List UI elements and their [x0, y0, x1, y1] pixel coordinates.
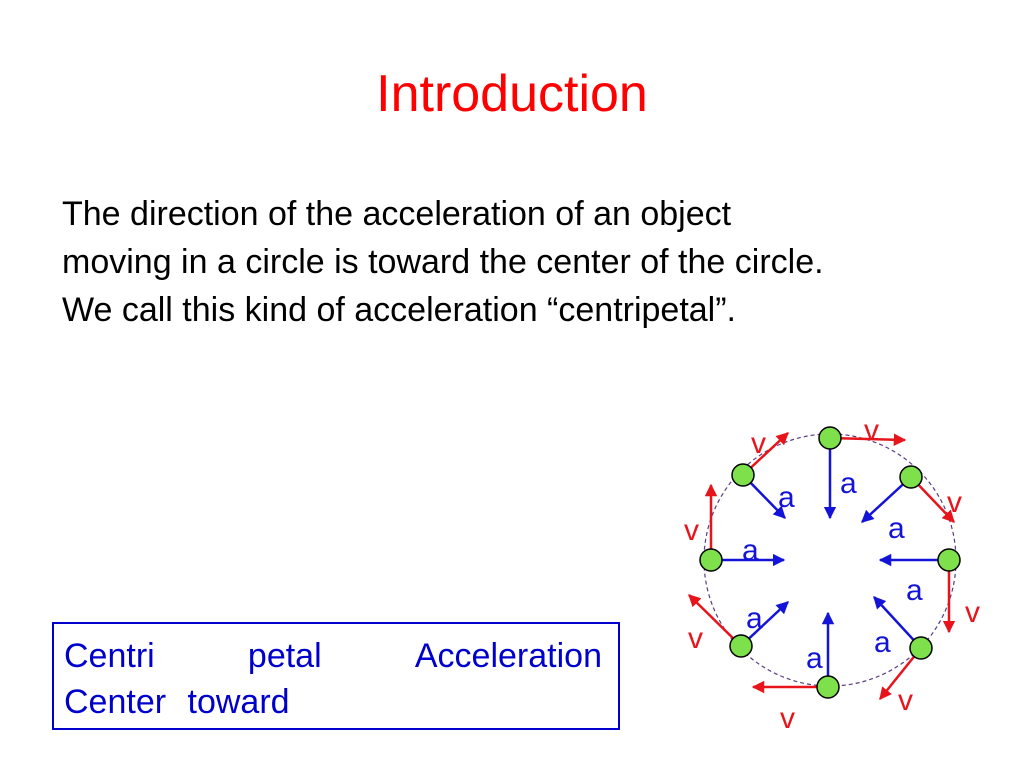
acceleration-label: a [906, 574, 923, 607]
term-word: Acceleration [414, 637, 602, 675]
slide-title: Introduction [376, 65, 648, 123]
velocity-label: v [780, 702, 795, 735]
object-dot [731, 463, 755, 487]
term-row-words: Centri petal Acceleration [64, 634, 602, 678]
acceleration-label: a [746, 602, 763, 635]
object-dot [909, 636, 933, 660]
object-dot [729, 634, 753, 658]
velocity-label: v [751, 427, 766, 460]
velocity-label: v [965, 596, 980, 629]
object-dot [699, 548, 723, 572]
velocity-label: v [864, 414, 879, 447]
velocity-label: v [947, 486, 962, 519]
term-word: Centri [64, 637, 155, 675]
term-breakdown-box: Centri petal Acceleration Center toward [52, 622, 620, 730]
body-line: The direction of the acceleration of an … [62, 195, 732, 233]
body-line: moving in a circle is toward the center … [62, 243, 824, 281]
term-row-meanings: Center toward [64, 680, 602, 724]
term-meaning: toward [187, 683, 290, 721]
object-dot [818, 426, 842, 450]
velocity-arrow [688, 594, 742, 647]
velocity-label: v [898, 684, 913, 717]
acceleration-label: a [742, 534, 759, 567]
velocity-label: v [688, 622, 703, 655]
term-word: petal [247, 637, 322, 675]
acceleration-label: a [888, 512, 905, 545]
term-meaning: Center [64, 683, 167, 721]
acceleration-label: a [806, 642, 823, 675]
object-dot [816, 675, 840, 699]
acceleration-label: a [874, 626, 891, 659]
body-paragraph: The direction of the acceleration of an … [62, 190, 982, 334]
body-line: We call this kind of acceleration “centr… [62, 291, 737, 329]
object-dot [937, 548, 961, 572]
object-dot [899, 465, 923, 489]
velocity-arrow [829, 433, 907, 446]
acceleration-label: a [840, 467, 857, 500]
acceleration-label: a [778, 481, 795, 514]
velocity-label: v [684, 514, 699, 547]
